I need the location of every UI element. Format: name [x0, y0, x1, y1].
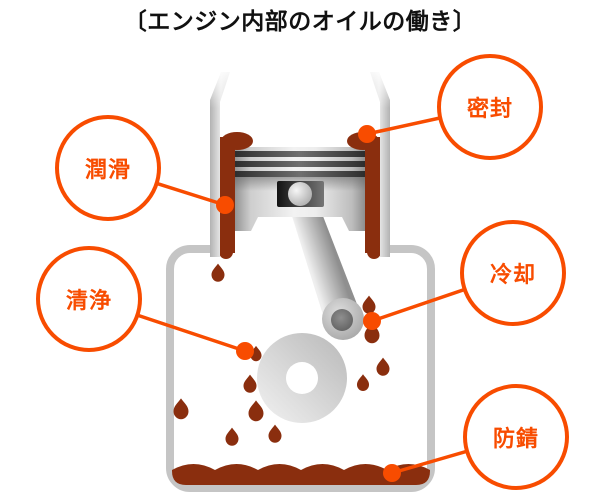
callout-junkatsu: 潤滑: [55, 115, 161, 221]
callout-seijou: 清浄: [36, 246, 142, 352]
oil-pool: [172, 464, 430, 485]
anchor-seijou: [236, 342, 254, 360]
anchor-dots: [216, 125, 401, 482]
diagram-title: 〔エンジン内部のオイルの働き〕: [123, 8, 477, 34]
callout-bousei-label: 防錆: [492, 426, 539, 451]
crank-pin: [331, 309, 353, 331]
anchor-reikyaku: [363, 312, 381, 330]
connecting-rod: [287, 193, 364, 340]
callout-seijou-label: 清浄: [65, 288, 112, 313]
piston: [235, 147, 365, 231]
oil-films: [219, 132, 381, 259]
callout-mippuu-label: 密封: [466, 96, 513, 121]
piston-pin: [288, 182, 312, 206]
crankshaft-disc: [257, 333, 347, 423]
anchor-mippuu: [358, 125, 376, 143]
callout-mippuu: 密封: [437, 54, 543, 160]
anchor-bousei: [383, 464, 401, 482]
callout-junkatsu-label: 潤滑: [84, 157, 131, 182]
callout-bousei: 防錆: [463, 384, 569, 490]
callout-reikyaku: 冷却: [460, 220, 566, 326]
callout-reikyaku-label: 冷却: [489, 262, 536, 287]
anchor-junkatsu: [216, 196, 234, 214]
cylinder-wall-right: [370, 72, 390, 257]
piston-pin-boss: [277, 181, 324, 207]
cylinder-walls: [195, 50, 410, 257]
cylinder-wall-left: [210, 72, 230, 257]
